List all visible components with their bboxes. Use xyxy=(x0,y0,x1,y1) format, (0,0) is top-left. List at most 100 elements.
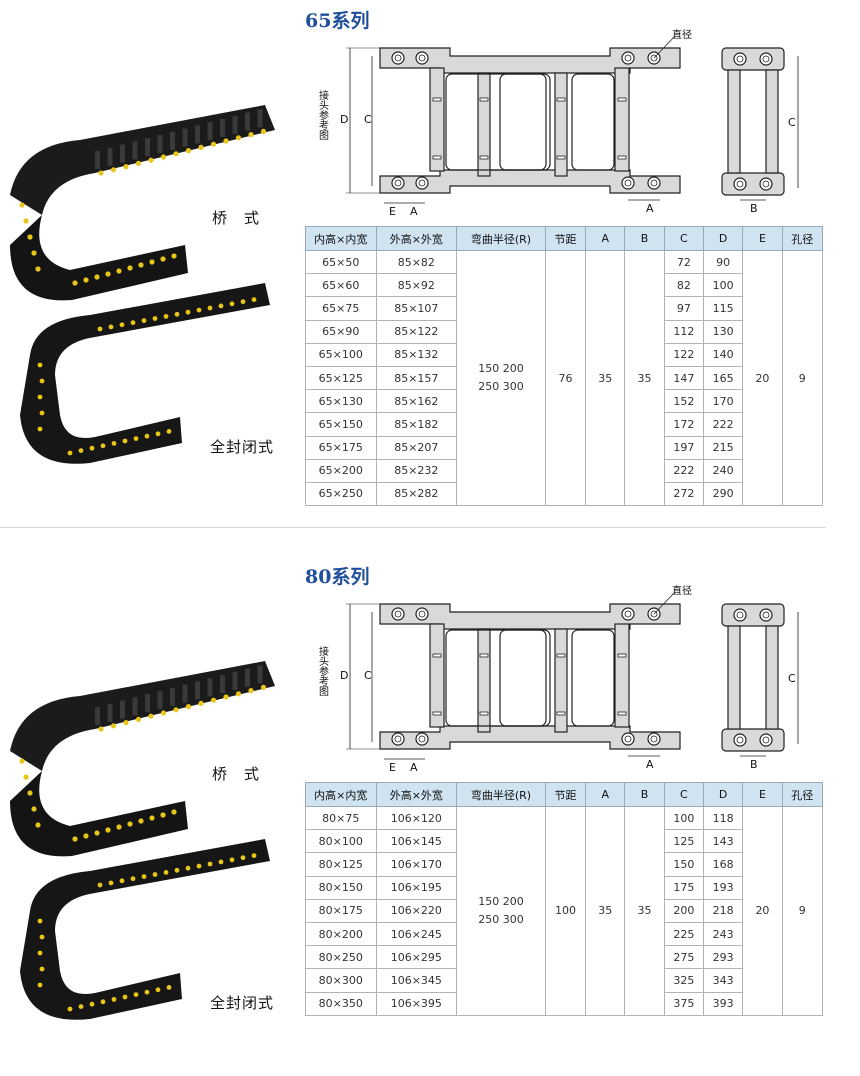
c-value-cell: 325 xyxy=(663,968,705,993)
c-value-cell: 275 xyxy=(663,945,705,970)
d-value-cell: 100 xyxy=(702,273,744,298)
inner-size-cell: 80×150 xyxy=(305,875,377,900)
column-header: 内高×内宽 xyxy=(305,782,377,807)
dim-c-label-end: C xyxy=(788,116,796,129)
c-value-cell: 375 xyxy=(663,991,705,1016)
d-value-cell: 222 xyxy=(702,412,744,437)
inner-size-cell: 65×150 xyxy=(305,412,377,437)
closed-type-label: 全封闭式 xyxy=(210,438,275,456)
d-value-cell: 243 xyxy=(702,921,744,947)
bend-radius-cell: 150 200 250 300 xyxy=(456,249,546,507)
column-header: A xyxy=(585,782,626,807)
inner-size-cell: 65×90 xyxy=(305,319,377,344)
bridge-chain-shape xyxy=(10,661,275,857)
bend-radius-line-2: 250 300 xyxy=(478,380,524,394)
b-cell: 35 xyxy=(624,806,665,1016)
c-value-cell: 272 xyxy=(663,481,705,507)
c-value-cell: 150 xyxy=(663,852,705,877)
c-value-cell: 152 xyxy=(663,389,705,414)
column-header: 外高×外宽 xyxy=(375,226,458,251)
column-header: 孔径 xyxy=(781,226,824,251)
series-title: 65系列 xyxy=(305,10,370,32)
c-value-cell: 82 xyxy=(663,273,705,298)
bridge-chain-image xyxy=(0,641,290,870)
outer-size-cell: 85×82 xyxy=(375,249,458,275)
column-header: E xyxy=(742,782,783,807)
inner-size-cell: 65×175 xyxy=(305,435,377,460)
outer-size-cell: 106×220 xyxy=(375,898,458,923)
end-view xyxy=(721,47,799,201)
d-value-cell: 343 xyxy=(702,968,744,993)
inner-size-cell: 65×125 xyxy=(305,365,377,391)
d-value-cell: 130 xyxy=(702,319,744,344)
bend-radius-line-2: 250 300 xyxy=(478,912,524,926)
dim-d-label: D xyxy=(340,669,348,682)
column-header: 弯曲半径(R) xyxy=(456,226,546,251)
d-value-cell: 293 xyxy=(702,945,744,970)
side-view xyxy=(346,591,681,760)
bridge-chain-image xyxy=(0,85,290,314)
column-header: 孔径 xyxy=(781,782,824,807)
dim-a-label-right: A xyxy=(646,758,654,771)
d-value-cell: 140 xyxy=(702,342,744,367)
closed-chain-shape xyxy=(20,839,270,1020)
inner-size-cell: 80×200 xyxy=(305,921,377,947)
hole-diameter-cell: 9 xyxy=(781,249,824,507)
inner-size-cell: 65×75 xyxy=(305,296,377,321)
e-cell: 20 xyxy=(742,249,783,507)
dim-c-label: C xyxy=(364,113,372,126)
a-cell: 35 xyxy=(585,806,626,1016)
c-value-cell: 200 xyxy=(663,898,705,923)
c-value-cell: 172 xyxy=(663,412,705,437)
diameter-label: 直径 xyxy=(672,584,692,597)
d-value-cell: 90 xyxy=(702,249,744,275)
d-value-cell: 193 xyxy=(702,875,744,900)
end-view xyxy=(721,603,799,757)
c-value-cell: 147 xyxy=(663,365,705,391)
dim-a-label-right: A xyxy=(646,202,654,215)
outer-size-cell: 85×132 xyxy=(375,342,458,367)
bridge-type-label: 桥 式 xyxy=(212,765,261,783)
column-header: C xyxy=(663,226,705,251)
joint-reference-label: 接头参考图 xyxy=(317,89,329,141)
inner-size-cell: 80×175 xyxy=(305,898,377,923)
bridge-type-label: 桥 式 xyxy=(212,209,261,227)
dim-c-label: C xyxy=(364,669,372,682)
column-header: 节距 xyxy=(544,226,587,251)
d-value-cell: 165 xyxy=(702,365,744,391)
outer-size-cell: 106×295 xyxy=(375,945,458,970)
closed-chain-image xyxy=(0,821,290,1040)
e-cell: 20 xyxy=(742,806,783,1016)
side-view xyxy=(346,35,681,204)
series-title: 80系列 xyxy=(305,566,370,588)
inner-size-cell: 65×200 xyxy=(305,458,377,483)
bend-radius-line-1: 150 200 xyxy=(478,362,524,376)
pitch-cell: 76 xyxy=(544,249,587,507)
column-header: E xyxy=(742,226,783,251)
outer-size-cell: 85×232 xyxy=(375,458,458,483)
dim-c-label-end: C xyxy=(788,672,796,685)
inner-size-cell: 80×250 xyxy=(305,945,377,970)
outer-size-cell: 106×170 xyxy=(375,852,458,877)
d-value-cell: 290 xyxy=(702,481,744,507)
outer-size-cell: 106×145 xyxy=(375,829,458,854)
d-value-cell: 168 xyxy=(702,852,744,877)
outer-size-cell: 106×245 xyxy=(375,921,458,947)
